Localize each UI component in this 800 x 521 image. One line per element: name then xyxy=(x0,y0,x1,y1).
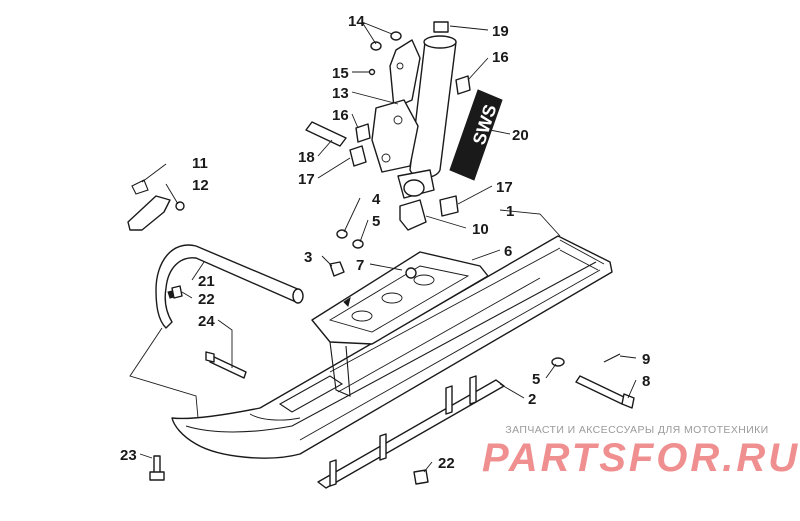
callout-14: 14 xyxy=(348,13,365,30)
callout-10: 10 xyxy=(472,221,489,238)
ski xyxy=(171,235,613,459)
watermark: ЗАПЧАСТИ И АКСЕССУАРЫ ДЛЯ МОТОТЕХНИКИ PA… xyxy=(482,424,800,480)
watermark-caption: ЗАПЧАСТИ И АКСЕССУАРЫ ДЛЯ МОТОТЕХНИКИ xyxy=(505,424,769,436)
callout-21: 21 xyxy=(198,273,215,290)
callout-5: 5 xyxy=(372,213,380,230)
sws-decal: SWS xyxy=(449,89,503,181)
callout-22: 22 xyxy=(438,455,455,472)
callout-7: 7 xyxy=(356,257,364,274)
callout-4: 4 xyxy=(372,191,381,208)
callout-17: 17 xyxy=(496,179,513,196)
handle-loop xyxy=(155,244,304,329)
callout-16: 16 xyxy=(332,107,349,124)
callout-8: 8 xyxy=(642,373,650,390)
callout-22: 22 xyxy=(198,291,215,308)
callout-24: 24 xyxy=(198,313,215,330)
callout-2: 2 xyxy=(528,391,536,408)
small-parts xyxy=(149,21,635,485)
callout-3: 3 xyxy=(304,249,312,266)
callout-5: 5 xyxy=(532,371,540,388)
callout-20: 20 xyxy=(512,127,529,144)
watermark-logo: PARTSFOR.RU xyxy=(482,436,800,480)
callout-1: 1 xyxy=(506,203,514,220)
callout-9: 9 xyxy=(642,351,650,368)
callouts: 14 19 16 15 13 16 20 18 17 11 12 17 4 1 … xyxy=(120,13,650,472)
callout-11: 11 xyxy=(192,155,208,172)
callout-17: 17 xyxy=(298,171,315,188)
callout-18: 18 xyxy=(298,149,315,166)
callout-6: 6 xyxy=(504,243,512,260)
spindle xyxy=(371,35,457,199)
leader-lines xyxy=(129,21,637,473)
callout-23: 23 xyxy=(120,447,137,464)
saddle xyxy=(311,251,489,397)
ski-bracket xyxy=(127,179,185,231)
callout-16: 16 xyxy=(492,49,509,66)
callout-12: 12 xyxy=(192,177,209,194)
callout-19: 19 xyxy=(492,23,509,40)
callout-13: 13 xyxy=(332,85,349,102)
callout-15: 15 xyxy=(332,65,349,82)
